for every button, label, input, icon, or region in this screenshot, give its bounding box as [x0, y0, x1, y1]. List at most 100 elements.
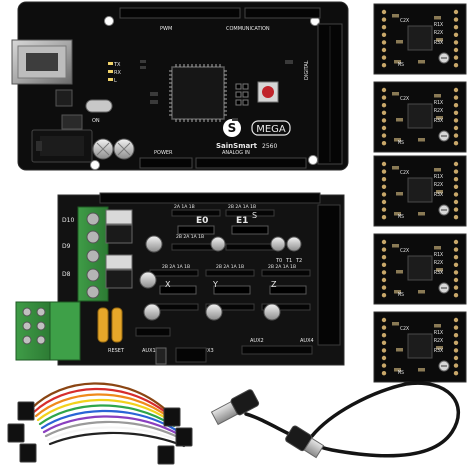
driver-pin: [381, 262, 387, 267]
driver-chip: [407, 333, 433, 359]
label-y: Y: [212, 280, 218, 289]
driver-pin: [381, 17, 387, 22]
driver-pin: [381, 110, 387, 116]
label-t2: T2: [295, 258, 302, 264]
mounting-hole: [104, 16, 114, 26]
driver-pin: [453, 87, 459, 93]
mounting-hole: [90, 160, 100, 170]
smd-components: [140, 60, 293, 121]
model-badge: MEGA: [251, 120, 291, 136]
driver-smd-part: [436, 346, 443, 350]
driver-chip: [407, 25, 433, 51]
driver-silk-label: R1X: [434, 22, 443, 28]
driver-smd-part: [434, 168, 441, 172]
driver-smd-part: [436, 38, 443, 42]
driver-pin: [453, 55, 459, 60]
label-current-3: 2B 2A 1A 1B: [162, 264, 190, 270]
driver-silk-label: R3X: [434, 40, 443, 46]
driver-smd-part: [436, 268, 443, 272]
driver-pin: [453, 277, 459, 283]
driver-pin: [453, 215, 459, 220]
driver-pin: [381, 277, 387, 283]
reset-button: [257, 81, 279, 103]
version-label: 2560: [262, 143, 277, 150]
aux-headers: [135, 327, 313, 363]
driver-smd-part: [396, 40, 403, 44]
led: [108, 78, 113, 81]
label-aux3: AUX3: [200, 348, 214, 354]
driver-silk-label: R1X: [434, 100, 443, 106]
brand-label: SainSmart: [216, 142, 258, 150]
driver-smd-part: [396, 348, 403, 352]
label-current-2: 2B 2A 1A 1B: [228, 204, 256, 210]
driver-pin: [453, 32, 459, 37]
driver-pin: [453, 207, 459, 212]
label-pwm: PWM: [160, 26, 172, 32]
label-aux2: AUX2: [250, 338, 264, 344]
driver-pin: [453, 169, 459, 174]
driver-pin: [381, 340, 387, 345]
driver-silk-label: R3X: [434, 118, 443, 124]
led: [108, 70, 113, 73]
label-x: X: [165, 280, 171, 289]
icsp-header: [235, 83, 249, 106]
driver-silk-label: MS: [398, 62, 404, 68]
polyfuse: [97, 307, 123, 343]
driver-pin: [453, 141, 459, 146]
driver-pin: [453, 25, 459, 30]
driver-silk-label: R2X: [434, 260, 443, 266]
driver-pin: [381, 62, 387, 68]
driver-smd-part: [436, 116, 443, 120]
driver-pin: [453, 199, 459, 205]
driver-pin: [381, 215, 387, 220]
label-current-1: 2A 1A 1B: [174, 204, 195, 210]
usb-cable: [210, 381, 460, 459]
driver-pin: [381, 239, 387, 245]
driver-pin: [453, 293, 459, 298]
driver-silk-label: C2X: [400, 18, 409, 24]
label-current-4: 2B 2A 1A 1B: [216, 264, 244, 270]
driver-pin: [381, 199, 387, 205]
driver-pin: [381, 47, 387, 53]
driver-smd-part: [394, 60, 401, 64]
driver-pin: [381, 192, 387, 197]
driver-pin: [381, 207, 387, 212]
capacitor: [113, 138, 135, 160]
driver-silk-label: MS: [398, 370, 404, 376]
label-t1: T1: [285, 258, 292, 264]
driver-pin: [381, 133, 387, 138]
driver-pin: [453, 355, 459, 361]
driver-pin: [453, 247, 459, 252]
driver-pin: [453, 348, 459, 353]
mounting-hole: [308, 155, 318, 165]
driver-silk-label: R3X: [434, 348, 443, 354]
driver-pin: [453, 317, 459, 323]
driver-smd-part: [392, 322, 399, 326]
driver-smd-part: [394, 368, 401, 372]
label-reset: RESET: [108, 348, 125, 354]
driver-pin: [381, 348, 387, 353]
voltage-regulator: [61, 114, 83, 130]
driver-chip: [407, 177, 433, 203]
driver-pin: [453, 325, 459, 330]
digital-header-top: [119, 7, 321, 19]
driver-pin: [381, 125, 387, 131]
driver-pin: [453, 9, 459, 15]
driver-chip: [407, 103, 433, 129]
label-z: Z: [271, 280, 277, 289]
driver-silk-label: R3X: [434, 192, 443, 198]
driver-pin: [381, 247, 387, 252]
driver-silk-label: R1X: [434, 252, 443, 258]
microstep-jumpers: [159, 225, 307, 295]
driver-pin: [453, 270, 459, 275]
driver-pin: [381, 184, 387, 189]
driver-silk-label: MS: [398, 292, 404, 298]
stepper-driver-slots: [149, 209, 311, 311]
usb-b-port: [11, 39, 73, 85]
driver-pin: [453, 110, 459, 116]
driver-silk-label: R1X: [434, 174, 443, 180]
label-e0: E0: [196, 216, 208, 226]
